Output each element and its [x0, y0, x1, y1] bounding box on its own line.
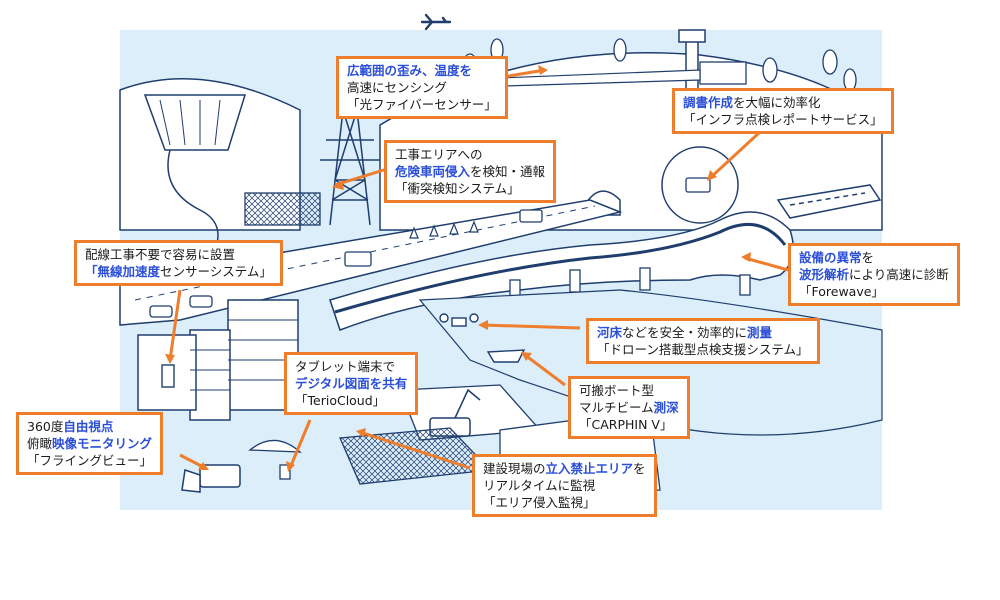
terio-product: 「TerioCloud」 — [295, 393, 386, 408]
carphin-line-1: 可搬ボート型 — [579, 383, 655, 398]
area-line-2: リアルタイムに監視 — [483, 478, 596, 493]
callout-carphin: 可搬ボート型 マルチビーム測深 「CARPHIN Ⅴ」 — [568, 376, 690, 439]
drone-highlight-1: 河床 — [597, 325, 623, 340]
callout-area-intrusion: 建設現場の立入禁止エリアを リアルタイムに監視 「エリア侵入監視」 — [472, 454, 657, 517]
carphin-line-2-start: マルチビーム — [579, 400, 654, 415]
inset-vehicle — [685, 177, 711, 193]
report-highlight: 調書作成 — [683, 95, 734, 110]
area-highlight: 立入禁止エリア — [545, 461, 634, 476]
report-product: 「インフラ点検レポートサービス」 — [683, 112, 883, 127]
terio-highlight: デジタル図面を共有 — [295, 376, 408, 391]
callout-forewave: 設備の異常を 波形解析により高速に診断 「Forewave」 — [788, 243, 960, 306]
dam — [143, 94, 247, 261]
terminal-building — [699, 61, 747, 85]
carphin-highlight: 測深 — [653, 400, 679, 415]
flyingview-highlight-2: 映像モニタリング — [52, 436, 153, 451]
callout-optical-fiber-sensor: 広範囲の歪み、温度を 高速にセンシング 「光ファイバーセンサー」 — [336, 56, 508, 119]
area-line-1-end: を — [633, 461, 646, 476]
railway-rail — [334, 223, 787, 314]
callout-flyingview: 360度自由視点 俯瞰映像モニタリング 「フライングビュー」 — [16, 412, 164, 475]
drone-highlight-2: 測量 — [747, 325, 773, 340]
callout-wireless-accelerometer: 配線工事不要で容易に設置 「無線加速度センサーシステム」 — [74, 240, 283, 286]
terio-line-1: タブレット端末で — [295, 359, 396, 374]
substation — [244, 192, 321, 226]
arrow-heads — [165, 65, 751, 472]
forewave-product: 「Forewave」 — [799, 284, 884, 299]
drone-product: 「ドローン搭載型点検支援システム」 — [597, 342, 809, 357]
traffic-cones — [409, 220, 479, 239]
vehicles — [149, 209, 543, 318]
bulldozer — [181, 464, 241, 493]
collision-line-2-rest: を検知・通報 — [470, 164, 546, 179]
optical-fiber-highlight-2: 温度を — [434, 63, 473, 78]
optical-fiber-highlight: 広範囲の歪み — [347, 63, 423, 78]
wireless-line-2-rest: センサーシステム」 — [160, 264, 272, 279]
collision-product: 「衝突検知システム」 — [395, 181, 520, 196]
collision-highlight: 危険車両侵入 — [395, 164, 471, 179]
collision-line-1: 工事エリアへの — [395, 147, 483, 162]
area-line-1-start: 建設現場の — [483, 461, 546, 476]
dirt-mound — [248, 439, 302, 453]
report-line-1-rest: を大幅に効率化 — [733, 95, 821, 110]
drone-icon — [439, 313, 479, 327]
callout-teriocloud: タブレット端末で デジタル図面を共有 「TerioCloud」 — [284, 352, 419, 415]
wireless-sensor — [161, 364, 175, 388]
boat — [486, 349, 526, 363]
transmission-tower — [320, 109, 380, 226]
optical-fiber-line-2: 高速にセンシング — [347, 80, 448, 95]
wireless-highlight: 「無線加速度 — [85, 264, 161, 279]
forewave-highlight-2: 波形解析 — [799, 267, 850, 282]
callout-collision-detection: 工事エリアへの 危険車両侵入を検知・通報 「衝突検知システム」 — [384, 140, 557, 203]
callout-report-service: 調書作成を大幅に効率化 「インフラ点検レポートサービス」 — [672, 88, 894, 134]
area-product: 「エリア侵入監視」 — [483, 495, 596, 510]
viaduct-piers — [509, 267, 751, 303]
optical-fiber-product: 「光ファイバーセンサー」 — [347, 97, 497, 112]
wireless-line-1: 配線工事不要で容易に設置 — [85, 247, 236, 262]
tablet-icon — [279, 464, 291, 480]
flyingview-product: 「フライングビュー」 — [27, 453, 153, 468]
carphin-product: 「CARPHIN Ⅴ」 — [579, 417, 673, 432]
flyingview-highlight-1: 自由視点 — [63, 419, 114, 434]
flyingview-line-1-start: 360度 — [27, 419, 64, 434]
building-window-lines — [190, 319, 298, 391]
forewave-highlight-1: 設備の異常 — [799, 250, 862, 265]
callout-drone-survey: 河床などを安全・効率的に測量 「ドローン搭載型点検支援システム」 — [586, 318, 820, 364]
flyingview-line-2-start: 俯瞰 — [27, 436, 53, 451]
forewave-line-1-rest: を — [861, 250, 875, 265]
airplane-icon — [420, 13, 452, 31]
forewave-line-2-rest: により高速に診断 — [849, 267, 949, 282]
drone-line-1-mid: などを安全・効率的に — [622, 325, 748, 340]
train — [776, 184, 882, 219]
